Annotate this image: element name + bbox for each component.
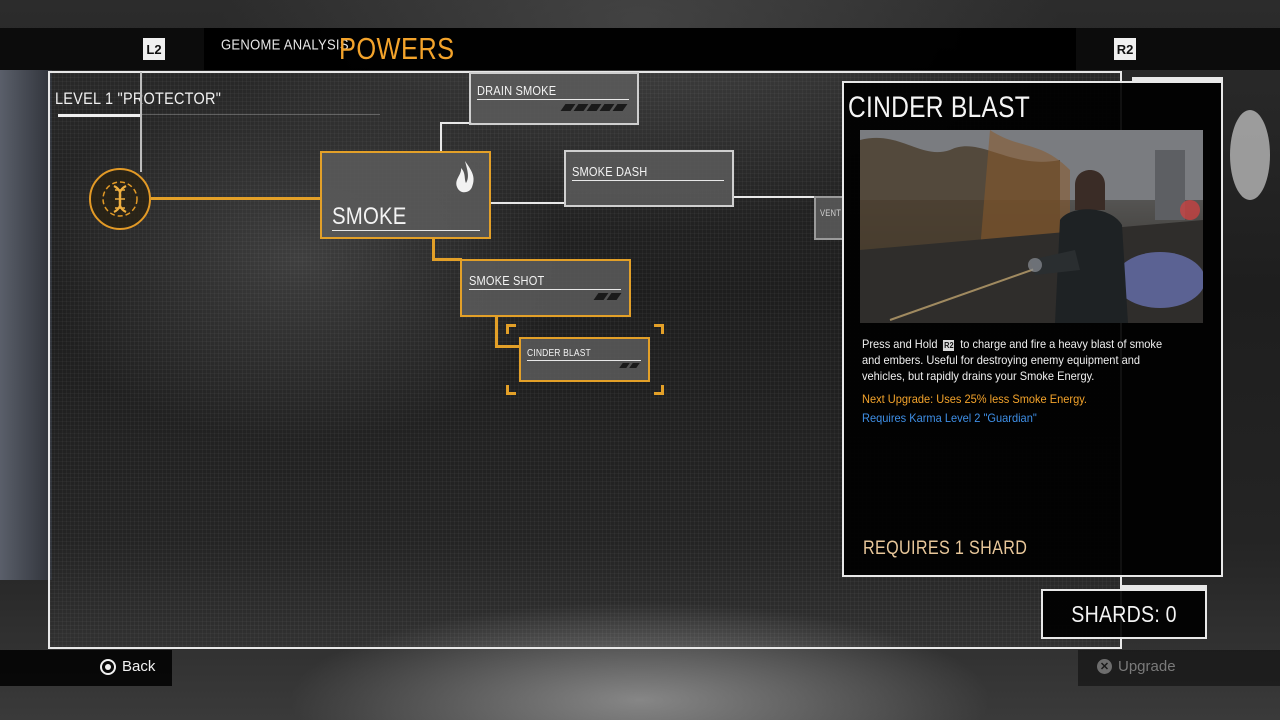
back-button[interactable]: Back	[100, 658, 155, 675]
background-wall	[0, 70, 52, 580]
l2-button[interactable]: L2	[143, 38, 165, 60]
power-preview-image	[860, 130, 1203, 323]
shards-count: SHARDS: 0	[1071, 600, 1177, 627]
node-underline	[572, 180, 724, 181]
back-label: Back	[122, 658, 156, 675]
power-node-smoke[interactable]: SMOKE	[320, 151, 491, 239]
shards-tab	[1120, 585, 1207, 590]
power-node-cinder-blast[interactable]: CINDER BLAST	[519, 337, 650, 382]
node-label: CINDER BLAST	[527, 348, 591, 359]
power-node-drain-smoke[interactable]: DRAIN SMOKE	[469, 72, 639, 125]
power-node-vent[interactable]: VENT	[814, 196, 844, 240]
node-label: SMOKE DASH	[572, 164, 648, 179]
power-description: Press and Hold R2 to charge and fire a h…	[862, 336, 1179, 384]
level-underline-thin	[140, 114, 380, 115]
node-underline	[332, 230, 480, 231]
tree-connector	[140, 72, 142, 172]
tree-connector	[489, 202, 565, 204]
panel-tab	[1132, 77, 1223, 82]
selection-bracket	[506, 385, 516, 395]
power-node-smoke-shot[interactable]: SMOKE SHOT	[460, 259, 631, 317]
selection-bracket	[654, 385, 664, 395]
tree-connector	[432, 258, 462, 261]
tree-connector	[732, 196, 816, 198]
description-text: to charge and fire a heavy blast of smok…	[862, 337, 1163, 383]
background-graffiti	[1230, 110, 1270, 200]
node-underline	[477, 99, 629, 100]
upgrade-level-indicator	[593, 293, 622, 300]
tab-genome-analysis[interactable]: GENOME ANALYSIS	[221, 36, 349, 53]
node-underline	[527, 360, 641, 361]
r2-inline-icon: R2	[943, 340, 955, 351]
flame-icon	[456, 161, 474, 193]
node-underline	[469, 289, 621, 290]
bottom-bar-left	[0, 650, 172, 686]
level-label: LEVEL 1 "PROTECTOR"	[55, 89, 222, 108]
selection-bracket	[506, 324, 516, 334]
upgrade-level-indicator	[619, 363, 640, 368]
top-bar-center	[204, 28, 1076, 70]
tree-connector	[440, 122, 472, 124]
upgrade-button[interactable]: ✕ Upgrade	[1097, 658, 1176, 675]
tree-connector	[151, 197, 321, 200]
next-upgrade-text: Next Upgrade: Uses 25% less Smoke Energy…	[862, 392, 1087, 406]
node-label: VENT	[820, 208, 842, 218]
tree-connector	[432, 238, 435, 260]
selection-bracket	[654, 324, 664, 334]
power-node-smoke-dash[interactable]: SMOKE DASH	[564, 150, 734, 207]
tab-powers[interactable]: POWERS	[339, 31, 455, 66]
circle-button-icon	[100, 658, 116, 675]
tree-connector	[495, 345, 521, 348]
dna-icon[interactable]	[89, 168, 151, 230]
r2-button[interactable]: R2	[1114, 38, 1136, 60]
upgrade-label: Upgrade	[1118, 658, 1176, 675]
cross-button-icon: ✕	[1097, 659, 1112, 674]
node-label: SMOKE	[332, 203, 407, 230]
node-label: DRAIN SMOKE	[477, 83, 557, 98]
shard-cost-text: REQUIRES 1 SHARD	[863, 538, 1028, 559]
karma-requirement-text: Requires Karma Level 2 "Guardian"	[862, 411, 1037, 425]
power-title: CINDER BLAST	[848, 91, 1031, 124]
tree-connector	[495, 315, 498, 347]
level-underline	[58, 114, 140, 117]
node-label: SMOKE SHOT	[469, 273, 545, 288]
description-text: Press and Hold	[862, 337, 938, 351]
tree-connector	[440, 122, 442, 152]
shards-counter: SHARDS: 0	[1041, 589, 1207, 639]
upgrade-level-indicator	[560, 104, 628, 111]
